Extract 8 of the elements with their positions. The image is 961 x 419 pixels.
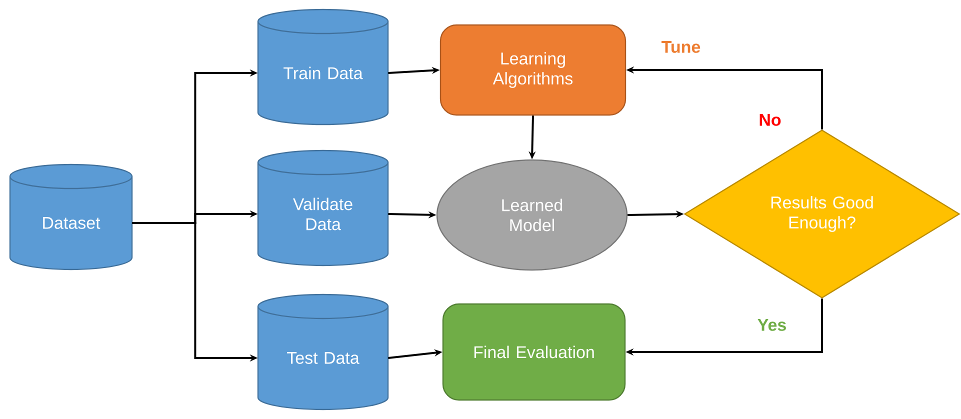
- process-box: Learning Algorithms: [440, 24, 626, 116]
- edge-label: Yes: [758, 319, 786, 331]
- data-cylinder: Train Data: [257, 8, 389, 126]
- data-cylinder: Dataset: [9, 164, 133, 270]
- data-cylinder: Validate Data: [257, 150, 389, 266]
- edge-label: Tune: [662, 41, 700, 53]
- data-cylinder: Test Data: [257, 294, 389, 410]
- process-box: Final Evaluation: [442, 303, 626, 401]
